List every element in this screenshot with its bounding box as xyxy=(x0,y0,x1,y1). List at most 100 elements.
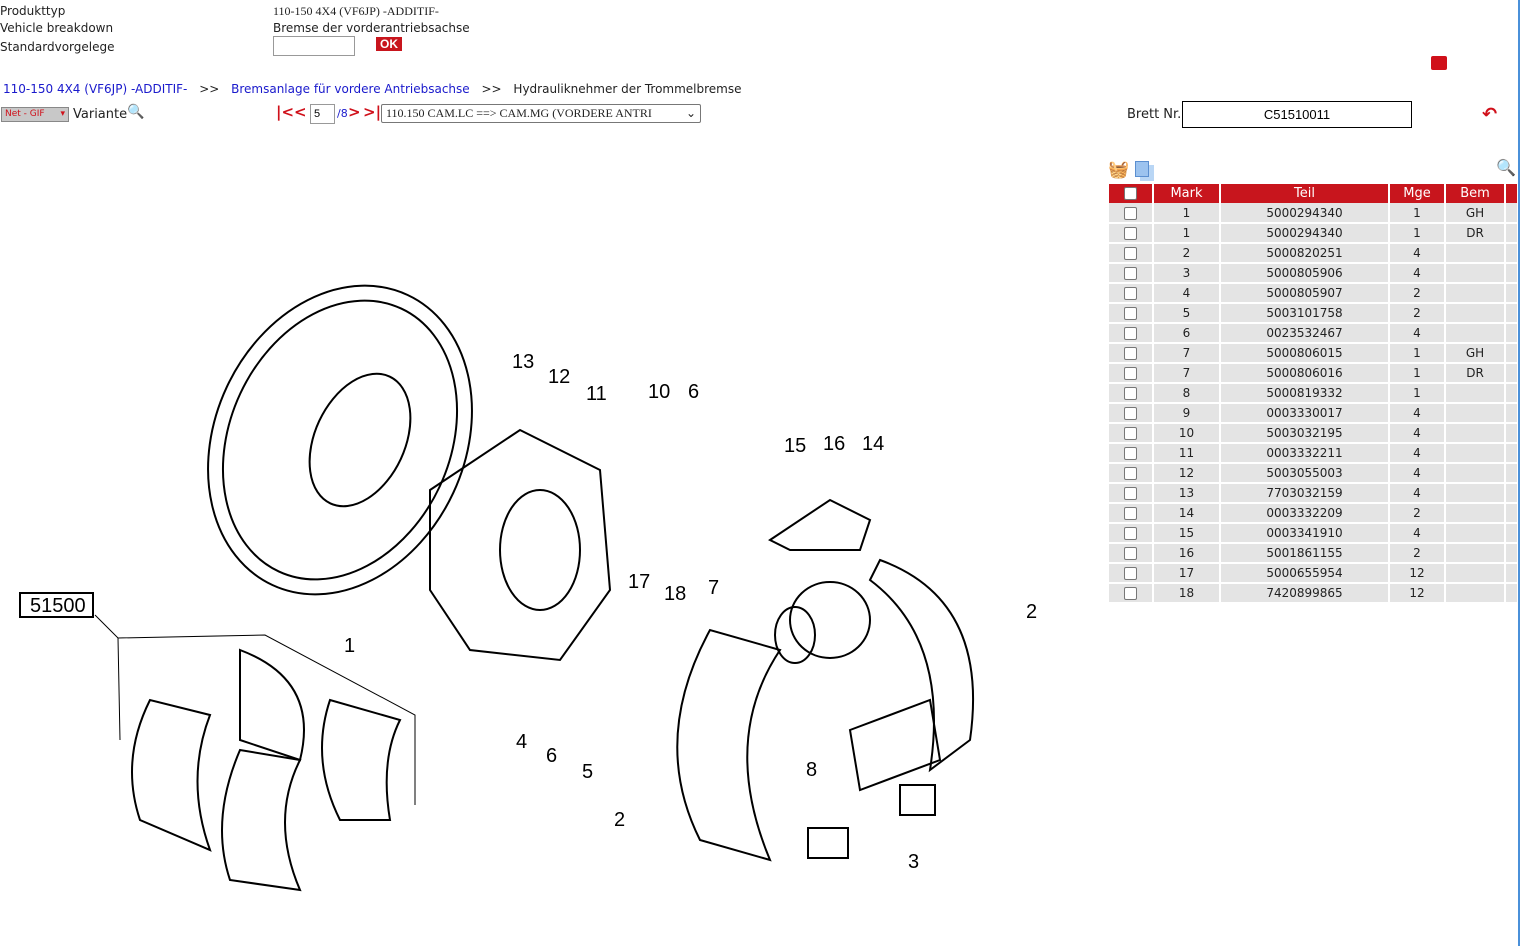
row-select[interactable] xyxy=(1109,483,1154,504)
last-page-button[interactable]: >| xyxy=(363,103,382,121)
cell-mark: 12 xyxy=(1153,463,1221,484)
cell-mge: 1 xyxy=(1389,363,1446,384)
row-checkbox[interactable] xyxy=(1124,567,1137,580)
format-select[interactable]: Net - GIF▾ xyxy=(1,107,69,122)
print-icon[interactable] xyxy=(1431,56,1447,70)
undo-icon[interactable]: ↶ xyxy=(1482,104,1498,125)
row-select[interactable] xyxy=(1109,543,1154,564)
row-checkbox[interactable] xyxy=(1124,307,1137,320)
cell-mge: 1 xyxy=(1389,223,1446,244)
cell-teil: 5000819332 xyxy=(1220,383,1390,404)
pin xyxy=(899,784,936,816)
row-checkbox[interactable] xyxy=(1124,227,1137,240)
row-select[interactable] xyxy=(1109,343,1154,364)
brett-input[interactable] xyxy=(1182,101,1412,128)
row-select[interactable] xyxy=(1109,463,1154,484)
backing-plate xyxy=(207,284,473,596)
row-checkbox[interactable] xyxy=(1124,287,1137,300)
row-select[interactable] xyxy=(1109,423,1154,444)
cell-mge: 4 xyxy=(1389,263,1446,284)
row-select[interactable] xyxy=(1109,223,1154,244)
row-checkbox[interactable] xyxy=(1124,367,1137,380)
row-select[interactable] xyxy=(1109,283,1154,304)
breadcrumb-item-brake[interactable]: Bremsanlage für vordere Antriebsachse xyxy=(231,82,470,96)
row-select[interactable] xyxy=(1109,263,1154,284)
zoom-icon[interactable]: 🔍 xyxy=(1496,158,1516,177)
row-checkbox[interactable] xyxy=(1124,467,1137,480)
row-checkbox[interactable] xyxy=(1124,547,1137,560)
select-all-checkbox[interactable] xyxy=(1124,187,1137,200)
row-select[interactable] xyxy=(1109,503,1154,524)
ok-button[interactable]: OK xyxy=(376,37,402,51)
row-select[interactable] xyxy=(1109,583,1154,604)
group-select[interactable]: 110.150 CAM.LC ==> CAM.MG (VORDERE ANTRI… xyxy=(381,104,701,123)
prev-page-button[interactable]: < xyxy=(294,103,307,121)
copy-icon[interactable] xyxy=(1135,161,1149,177)
row-select[interactable] xyxy=(1109,563,1154,584)
row-select[interactable] xyxy=(1109,443,1154,464)
row-checkbox[interactable] xyxy=(1124,447,1137,460)
breadcrumb-sep: >> xyxy=(199,82,220,96)
row-checkbox[interactable] xyxy=(1124,407,1137,420)
callout-label: 6 xyxy=(546,745,557,767)
row-select[interactable] xyxy=(1109,303,1154,324)
page-input[interactable] xyxy=(310,104,335,124)
cell-bem xyxy=(1445,263,1506,284)
row-checkbox[interactable] xyxy=(1124,327,1137,340)
callout-label: 12 xyxy=(548,366,570,388)
row-checkbox[interactable] xyxy=(1124,587,1137,600)
format-select-value: Net - GIF xyxy=(5,109,45,119)
row-select[interactable] xyxy=(1109,523,1154,544)
row-select[interactable] xyxy=(1109,363,1154,384)
row-checkbox[interactable] xyxy=(1124,206,1137,220)
row-checkbox[interactable] xyxy=(1124,487,1137,500)
cell-mark: 7 xyxy=(1153,343,1221,364)
row-checkbox[interactable] xyxy=(1124,267,1137,280)
cell-mge: 4 xyxy=(1389,463,1446,484)
row-select[interactable] xyxy=(1109,323,1154,344)
breadcrumb-item-product[interactable]: 110-150 4X4 (VF6JP) -ADDITIF- xyxy=(3,82,188,96)
row-checkbox[interactable] xyxy=(1124,347,1137,360)
select-all-header[interactable] xyxy=(1109,184,1154,203)
add-to-basket-icon[interactable]: 🧺 xyxy=(1108,160,1130,180)
row-checkbox[interactable] xyxy=(1124,427,1137,440)
page-total: /8 xyxy=(337,107,348,120)
cell-mark: 18 xyxy=(1153,583,1221,604)
standardvorgelege-input[interactable] xyxy=(273,36,355,56)
row-checkbox[interactable] xyxy=(1124,527,1137,540)
callout-label: 4 xyxy=(516,731,527,753)
row-checkbox[interactable] xyxy=(1124,507,1137,520)
row-select[interactable] xyxy=(1109,203,1154,224)
row-checkbox[interactable] xyxy=(1124,247,1137,260)
cell-mge: 2 xyxy=(1389,543,1446,564)
value-produkttyp: 110-150 4X4 (VF6JP) -ADDITIF- xyxy=(273,4,439,18)
row-select[interactable] xyxy=(1109,403,1154,424)
variante-search-icon[interactable]: 🔍 xyxy=(127,104,145,120)
callout-label: 15 xyxy=(784,435,806,457)
first-page-button[interactable]: |< xyxy=(276,103,295,121)
next-page-button[interactable]: > xyxy=(348,103,361,121)
row-select[interactable] xyxy=(1109,383,1154,404)
row-checkbox[interactable] xyxy=(1124,387,1137,400)
row-select[interactable] xyxy=(1109,243,1154,264)
